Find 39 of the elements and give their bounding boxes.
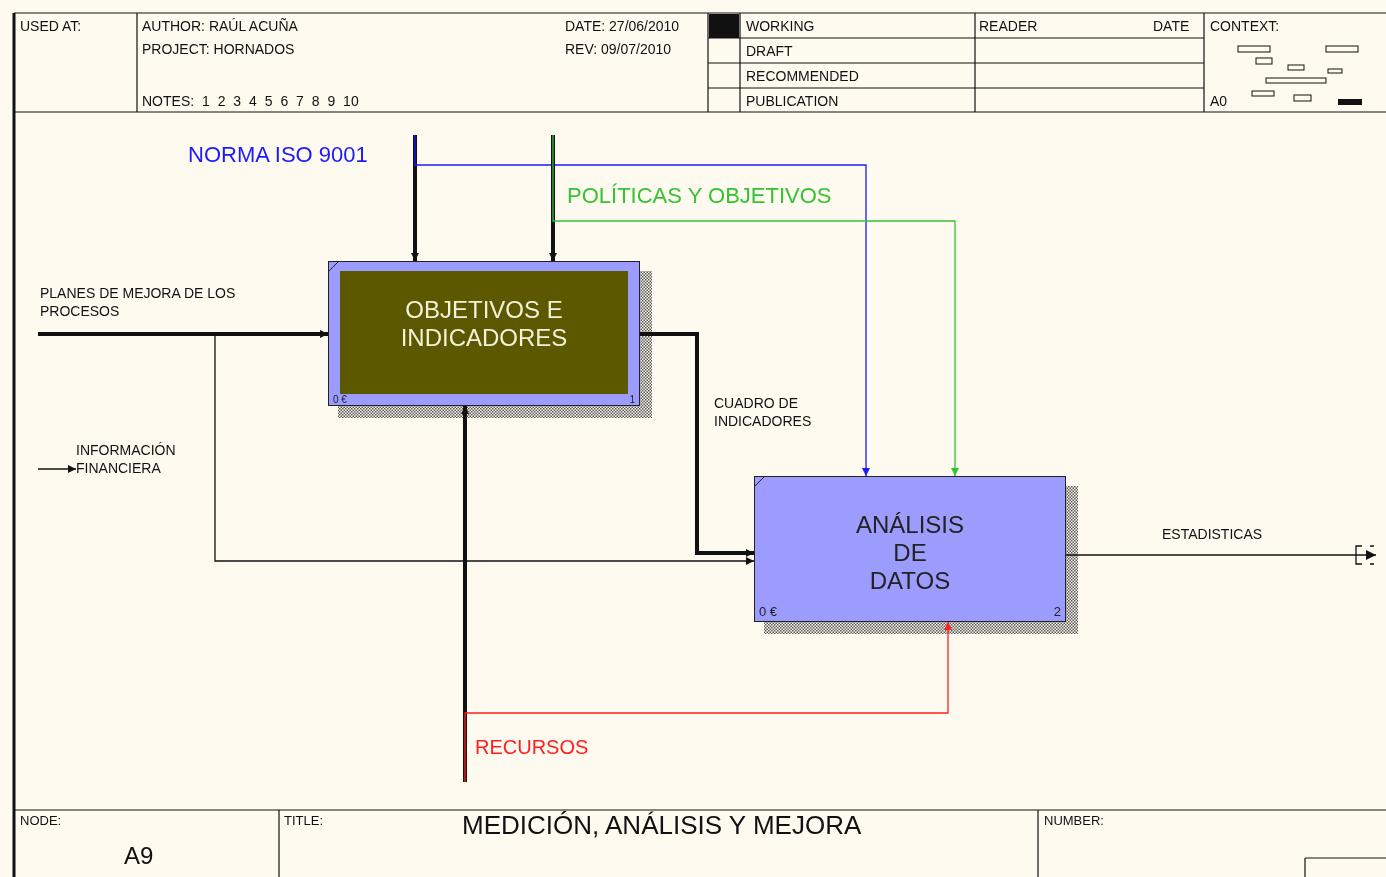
arrow <box>37 333 755 565</box>
frame-label: PROJECT: HORNADOS <box>142 40 295 58</box>
arrow <box>549 135 557 261</box>
arrow <box>640 332 754 557</box>
activity-name: OBJETIVOS E INDICADORES <box>399 296 569 352</box>
activity-box <box>328 261 640 406</box>
frame-label: READER <box>979 17 1038 35</box>
activity-box <box>754 476 1066 622</box>
frame-label: DATE: 27/06/2010 <box>565 17 680 35</box>
frame-label: DATE <box>1153 17 1190 35</box>
frame-label: TITLE: <box>284 812 323 829</box>
node-number: A9 <box>124 842 154 870</box>
arrow <box>37 465 77 473</box>
activity-name: ANÁLISIS DE DATOS <box>854 511 965 595</box>
arrow <box>411 135 419 261</box>
frame-label: AUTHOR: RAÚL ACUÑA <box>142 17 298 35</box>
frame-label: NOTES: 1 2 3 4 5 6 7 8 9 10 <box>142 92 359 110</box>
cost-label: 0 € <box>759 605 778 619</box>
frame-label: DRAFT <box>746 42 793 60</box>
input-label: INFORMACIÓN FINANCIERA <box>76 441 206 477</box>
cost-label: 0 € <box>333 395 347 405</box>
frame-label: CONTEXT: <box>1210 17 1280 35</box>
frame-label: NODE: <box>20 812 62 829</box>
arrow <box>1065 545 1377 565</box>
frame-label: NUMBER: <box>1044 812 1104 829</box>
frame-label: USED AT: <box>20 17 82 35</box>
diagram-title: MEDICIÓN, ANÁLISIS Y MEJORA <box>462 810 862 841</box>
frame-label: REV: 09/07/2010 <box>565 40 672 58</box>
frame-label: RECOMMENDED <box>746 67 859 85</box>
arrow <box>464 621 952 783</box>
arrow <box>38 330 328 338</box>
frame-label: WORKING <box>746 17 815 35</box>
arrow <box>414 134 870 477</box>
box-number: 2 <box>1053 605 1061 619</box>
box-number: 1 <box>629 395 635 405</box>
arrow <box>552 134 959 477</box>
arrow <box>461 406 469 782</box>
frame-label: A0 <box>1210 92 1228 110</box>
frame-label: PUBLICATION <box>746 92 839 110</box>
